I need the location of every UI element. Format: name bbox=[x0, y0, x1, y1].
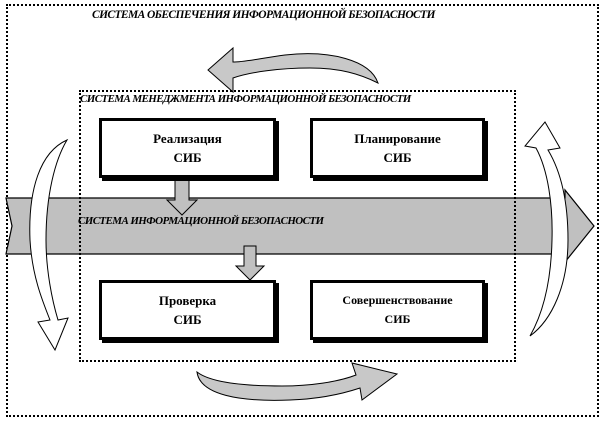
management-system-frame bbox=[79, 90, 516, 362]
planning-abbr: СИБ bbox=[383, 150, 412, 165]
realization-abbr: СИБ bbox=[173, 150, 202, 165]
check-box: Проверка СИБ bbox=[99, 280, 276, 340]
check-label: Проверка bbox=[158, 293, 217, 308]
top-cycle-arrow bbox=[207, 46, 379, 94]
left-cycle-arrow bbox=[29, 138, 69, 352]
improvement-abbr: СИБ bbox=[384, 312, 411, 326]
outer-system-title: СИСТЕМА ОБЕСПЕЧЕНИЯ ИНФОРМАЦИОННОЙ БЕЗОП… bbox=[92, 9, 436, 21]
right-cycle-arrow bbox=[524, 121, 569, 337]
management-system-title: СИСТЕМА МЕНЕДЖМЕНТА ИНФОРМАЦИОННОЙ БЕЗОП… bbox=[80, 93, 411, 105]
realization-label: Реализация bbox=[153, 131, 222, 146]
improvement-label: Совершенствование bbox=[342, 293, 453, 307]
realization-box: Реализация СИБ bbox=[99, 118, 276, 178]
check-down-arrow bbox=[234, 245, 266, 281]
realization-down-arrow bbox=[165, 178, 199, 216]
information-security-system-title: СИСТЕМА ИНФОРМАЦИОННОЙ БЕЗОПАСНОСТИ bbox=[78, 215, 324, 227]
improvement-box: Совершенствование СИБ bbox=[310, 280, 485, 340]
check-abbr: СИБ bbox=[173, 312, 202, 327]
outer-system-frame bbox=[6, 4, 599, 417]
planning-box: Планирование СИБ bbox=[310, 118, 485, 178]
planning-label: Планирование bbox=[354, 131, 441, 146]
bottom-cycle-arrow bbox=[196, 362, 399, 401]
